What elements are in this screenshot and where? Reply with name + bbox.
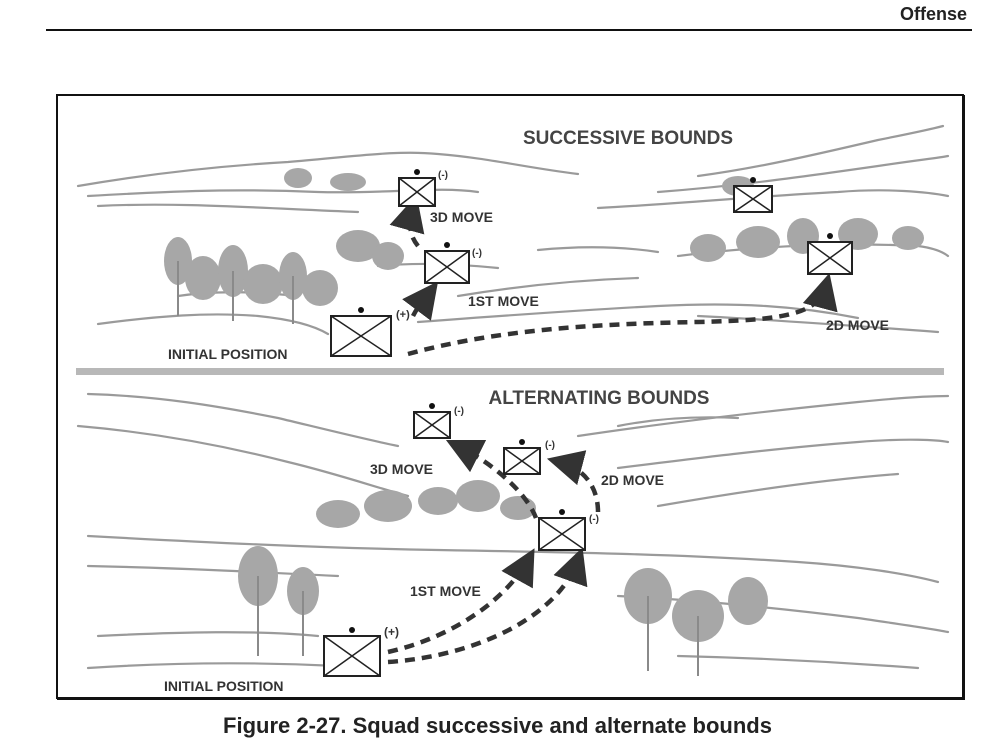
bottom-tree-clusters bbox=[238, 480, 768, 676]
top-arrow-3d-move bbox=[389, 194, 425, 248]
top-label-initial-position: INITIAL POSITION bbox=[168, 346, 288, 362]
bottom-move-arrows bbox=[387, 439, 601, 665]
bottom-unit-third: (-) bbox=[413, 403, 464, 439]
bottom-arrow-3d-move bbox=[445, 439, 539, 519]
successive-bounds-title: SUCCESSIVE BOUNDS bbox=[523, 128, 733, 149]
top-unit-third-strength: (-) bbox=[438, 170, 448, 181]
top-arrow-1st-move bbox=[402, 281, 439, 321]
figure-frame: SUCCESSIVE BOUNDS bbox=[56, 94, 964, 699]
top-unit-initial: (+) bbox=[330, 307, 410, 357]
bottom-unit-second: (-) bbox=[503, 439, 555, 475]
top-unit-second bbox=[807, 233, 853, 275]
bottom-unit-third-strength: (-) bbox=[454, 406, 464, 417]
top-unit-first-strength: (-) bbox=[472, 248, 482, 259]
bottom-terrain-sketch bbox=[76, 392, 950, 670]
bottom-label-3d-move: 3D MOVE bbox=[370, 461, 433, 477]
top-label-3d-move: 3D MOVE bbox=[430, 209, 493, 225]
panel-divider bbox=[76, 368, 944, 375]
bottom-arrow-2d-move bbox=[546, 450, 601, 513]
alternating-bounds-panel: ALTERNATING BOUNDS bbox=[76, 388, 950, 694]
bottom-unit-second-strength: (-) bbox=[545, 440, 555, 451]
top-label-1st-move: 1ST MOVE bbox=[468, 293, 539, 309]
bounds-diagram: SUCCESSIVE BOUNDS bbox=[76, 124, 950, 694]
top-unit-initial-strength: (+) bbox=[396, 309, 410, 321]
bottom-label-initial-position: INITIAL POSITION bbox=[164, 678, 284, 694]
bottom-unit-first-strength: (-) bbox=[589, 514, 599, 525]
figure-caption: Figure 2-27. Squad successive and altern… bbox=[223, 713, 772, 738]
successive-bounds-panel: SUCCESSIVE BOUNDS bbox=[76, 124, 950, 362]
alternating-bounds-title: ALTERNATING BOUNDS bbox=[489, 388, 710, 409]
top-arrow-2d-move bbox=[407, 272, 838, 357]
top-unit-right-far bbox=[733, 177, 773, 213]
bottom-arrow-1st-move-a bbox=[387, 548, 535, 655]
bottom-unit-first: (-) bbox=[538, 509, 599, 551]
bottom-unit-initial: (+) bbox=[323, 625, 399, 677]
header-rule bbox=[46, 29, 972, 31]
bottom-unit-initial-strength: (+) bbox=[384, 625, 399, 639]
header-section-title: Offense bbox=[899, 4, 967, 24]
bottom-arrow-1st-move-b bbox=[387, 547, 588, 665]
top-move-arrows bbox=[389, 194, 838, 357]
top-tree-line bbox=[164, 168, 924, 324]
top-unit-third: (-) bbox=[398, 169, 448, 207]
bottom-label-2d-move: 2D MOVE bbox=[601, 472, 664, 488]
bottom-label-1st-move: 1ST MOVE bbox=[410, 583, 481, 599]
top-label-2d-move: 2D MOVE bbox=[826, 317, 889, 333]
top-unit-first: (-) bbox=[424, 242, 482, 284]
